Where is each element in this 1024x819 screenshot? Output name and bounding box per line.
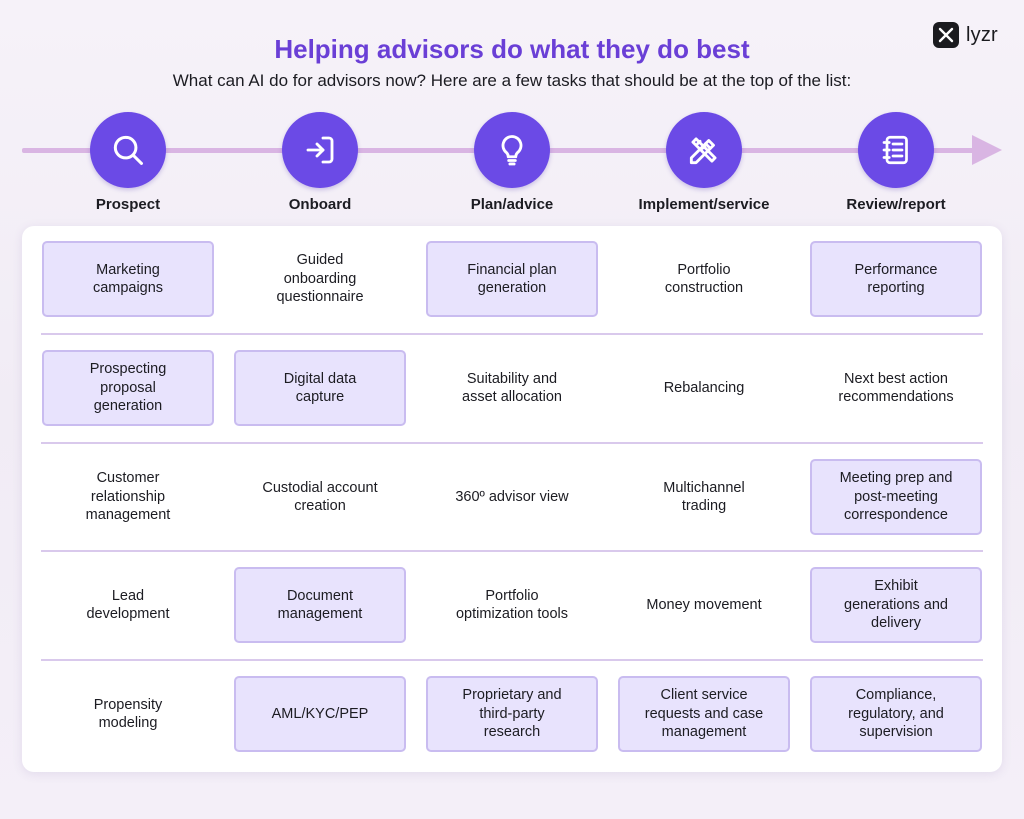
stage-label: Prospect [95, 196, 161, 213]
stage-prospect: Prospect [38, 112, 218, 213]
lightbulb-icon [474, 112, 550, 188]
row-divider [41, 550, 983, 552]
task-cell: Money movement [646, 596, 762, 613]
page-subtitle: What can AI do for advisors now? Here ar… [172, 71, 852, 90]
stage-review-report: Review/report [806, 112, 986, 213]
task-cell: AML/KYC/PEP [234, 676, 406, 752]
pencil-ruler-icon [666, 112, 742, 188]
row-divider [41, 659, 983, 661]
lyzr-logo-icon [933, 22, 959, 48]
stage-plan-advice: Plan/advice [422, 112, 602, 213]
task-cell: Rebalancing [663, 379, 745, 396]
page-title: Helping advisors do what they do best [274, 34, 750, 64]
brand-name: lyzr [966, 23, 998, 46]
row-divider [41, 333, 983, 335]
stage-label: Plan/advice [470, 196, 554, 213]
task-cell: 360º advisor view [455, 488, 569, 505]
timeline-arrow-icon [972, 135, 1002, 165]
notebook-icon [858, 112, 934, 188]
stage-label: Onboard [288, 196, 352, 213]
login-icon [282, 112, 358, 188]
stage-implement-service: Implement/service [614, 112, 794, 213]
brand-logo: lyzr [933, 22, 998, 48]
search-icon [90, 112, 166, 188]
stage-label: Review/report [846, 196, 946, 213]
stage-onboard: Onboard [230, 112, 410, 213]
stage-label: Implement/service [638, 196, 770, 213]
row-divider [41, 442, 983, 444]
